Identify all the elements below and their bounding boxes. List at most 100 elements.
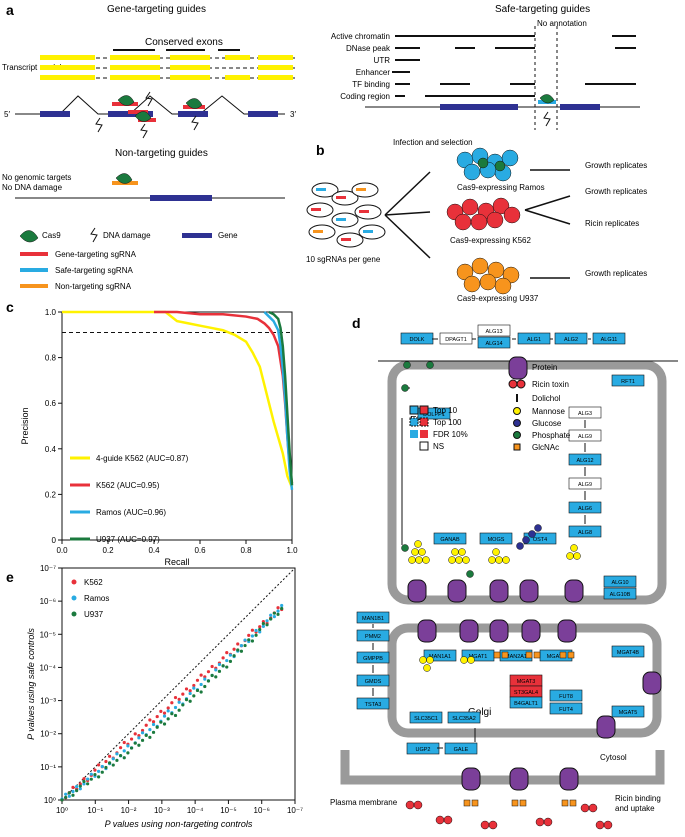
data-point xyxy=(173,713,178,718)
gene-box-rft1 xyxy=(611,374,645,387)
data-point xyxy=(115,752,119,756)
data-point xyxy=(166,706,170,710)
y-tick-label: 10⁻⁴ xyxy=(39,663,56,672)
svg-text:Ricin toxin: Ricin toxin xyxy=(532,380,569,389)
cas9-icon xyxy=(19,230,39,243)
gene-box-slc35a2 xyxy=(447,711,481,724)
data-point xyxy=(236,642,240,646)
gene-label-gale: GALE xyxy=(454,747,469,753)
x-tick-label: 0.4 xyxy=(148,546,160,555)
data-point xyxy=(225,665,229,669)
gene-box-alg12 xyxy=(568,453,602,466)
gene-box-b4galt1 xyxy=(509,696,543,709)
gene-guides-title: Gene-targeting guides xyxy=(107,4,206,15)
data-point xyxy=(177,697,181,701)
panel-d-label: d xyxy=(352,315,361,331)
svg-text:Protein: Protein xyxy=(532,363,557,372)
gene-label-gmppb: GMPPB xyxy=(363,656,383,662)
data-point xyxy=(173,695,178,700)
data-point xyxy=(210,664,214,669)
data-point xyxy=(188,699,192,703)
data-point xyxy=(137,736,141,740)
svg-text:GlcNAc: GlcNAc xyxy=(532,443,559,452)
pathway-legend: Protein Ricin toxin Dolichol Mannose Glu… xyxy=(409,356,571,452)
gene-box-alg13 xyxy=(477,324,511,337)
gene-box-fut4 xyxy=(549,702,583,715)
data-point xyxy=(93,768,97,772)
data-point xyxy=(82,782,86,786)
x-tick-label: 10⁻² xyxy=(121,806,137,815)
data-point xyxy=(67,791,71,795)
data-point xyxy=(129,737,134,741)
legend-gene-sgrna: Gene-targeting sgRNA xyxy=(55,250,137,259)
gene-label-alg8: ALG8 xyxy=(578,530,592,536)
data-point xyxy=(100,764,104,769)
data-point xyxy=(151,720,156,724)
gene-label-alg1: ALG1 xyxy=(527,337,541,343)
data-point xyxy=(217,669,222,673)
data-point xyxy=(144,723,148,727)
data-point xyxy=(261,624,265,628)
x-tick-label: 10⁰ xyxy=(56,806,68,815)
data-point xyxy=(239,649,244,653)
y-tick-label: 10⁰ xyxy=(44,796,56,805)
x-tick-label: 0.0 xyxy=(56,546,68,555)
gene-label-fut4: FUT4 xyxy=(559,707,573,713)
data-point xyxy=(122,749,126,753)
data-point xyxy=(188,689,192,693)
library-label: 10 sgRNAs per gene xyxy=(306,255,381,264)
data-point xyxy=(140,738,145,742)
data-point xyxy=(184,698,189,702)
data-point xyxy=(276,612,280,616)
data-point xyxy=(261,622,265,626)
data-point xyxy=(111,757,115,761)
data-point xyxy=(250,639,254,643)
ricin-uptake-label-2: and uptake xyxy=(615,804,655,813)
data-point xyxy=(192,683,196,688)
data-point xyxy=(258,625,262,629)
y-tick-label: 1.0 xyxy=(45,308,57,317)
track-5: Coding region xyxy=(340,92,390,101)
data-point xyxy=(221,664,225,668)
data-point xyxy=(78,787,82,791)
cytosol-label: Cytosol xyxy=(600,753,627,762)
legend-swatch xyxy=(71,579,77,585)
data-point xyxy=(250,634,254,638)
data-point xyxy=(75,789,79,793)
data-point xyxy=(71,789,75,794)
legend-dna-damage: DNA damage xyxy=(103,231,151,240)
gene-box-alg14 xyxy=(477,336,511,349)
data-point xyxy=(181,692,185,696)
data-point xyxy=(126,744,130,748)
data-point xyxy=(199,690,203,694)
gene-label-ugp2: UGP2 xyxy=(416,747,431,753)
x-tick-label: 0.2 xyxy=(102,546,114,555)
panel-b-arrows xyxy=(384,169,571,279)
plot-frame xyxy=(61,567,296,801)
legend-swatch xyxy=(71,611,77,617)
data-point xyxy=(97,769,101,773)
safe-guides-title: Safe-targeting guides xyxy=(495,4,590,15)
y-tick-label: 10⁻² xyxy=(40,730,56,739)
data-point xyxy=(93,772,97,777)
data-point xyxy=(192,686,196,690)
data-point xyxy=(225,658,229,663)
track-3: Enhancer xyxy=(356,68,391,77)
data-point xyxy=(144,733,148,737)
data-point xyxy=(137,743,141,747)
data-point xyxy=(155,714,159,719)
track-1: DNase peak xyxy=(346,44,391,53)
library-plasmids xyxy=(306,182,386,248)
data-point xyxy=(166,709,170,713)
three-prime-label: 3′ xyxy=(290,110,296,119)
data-point xyxy=(192,694,196,698)
data-point xyxy=(221,656,225,660)
panel-c-label: c xyxy=(6,299,14,315)
data-point xyxy=(159,709,163,713)
gene-label-mogs: MOGS xyxy=(488,537,505,543)
data-point xyxy=(115,758,119,762)
legend-entry: K562 (AUC=0.95) xyxy=(96,481,160,490)
data-point xyxy=(137,734,141,738)
panel-b-label: b xyxy=(316,142,325,158)
data-point xyxy=(184,687,189,691)
